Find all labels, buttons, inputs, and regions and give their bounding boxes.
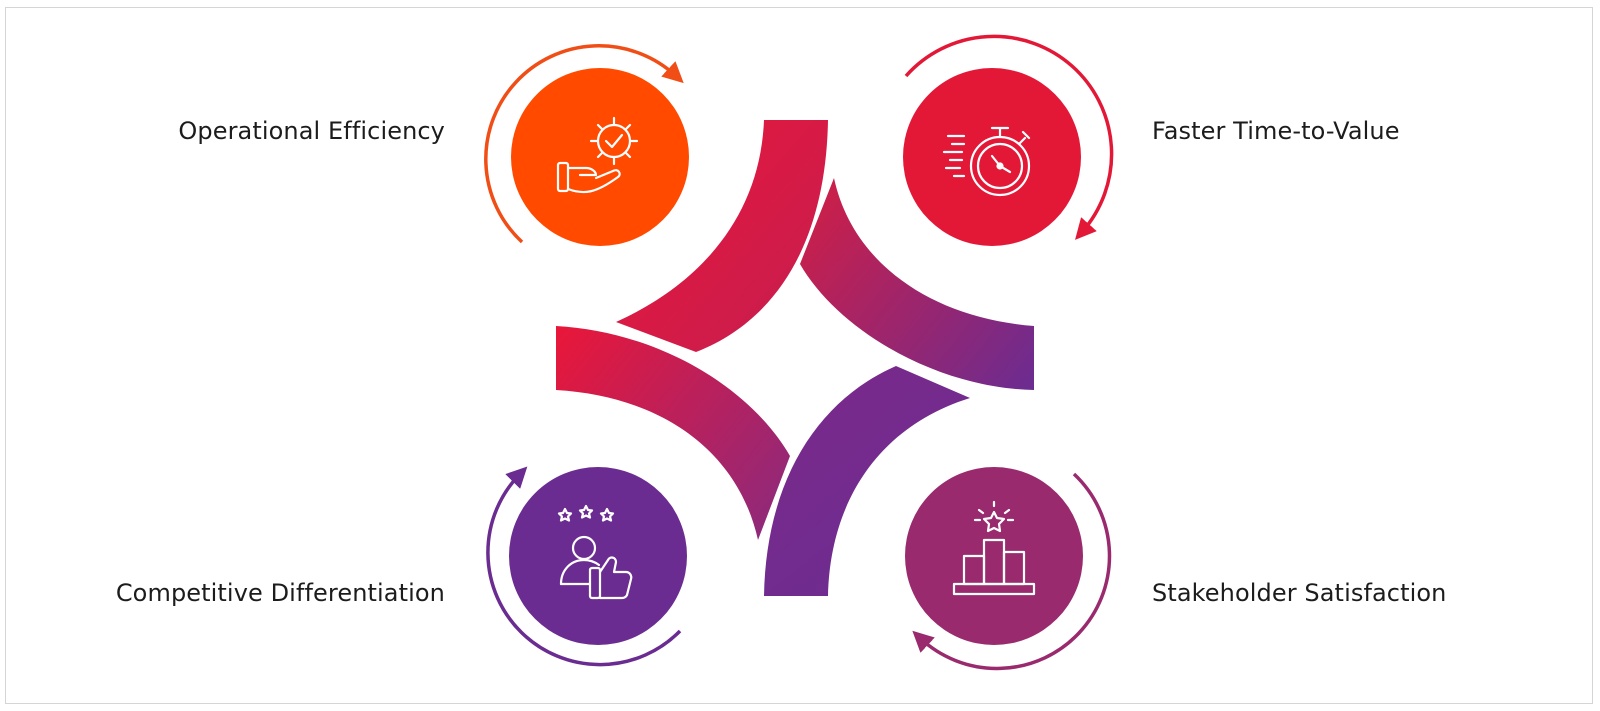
cycle-arrow-top-left: [484, 44, 684, 244]
stopwatch-icon: [942, 126, 1031, 197]
circle-bottom-right: [905, 467, 1083, 645]
gear-hand-icon: [556, 116, 639, 194]
cycle-arrow-bottom-right: [912, 472, 1112, 671]
label-competitive-differentiation: Competitive Differentiation: [115, 579, 445, 607]
label-faster-time-to-value: Faster Time-to-Value: [1152, 117, 1400, 145]
cycle-arrow-bottom-left: [486, 466, 682, 667]
central-arc-shape: [556, 120, 1034, 596]
circle-top-left: [511, 68, 689, 246]
podium-star-icon: [952, 500, 1036, 596]
person-thumbs-up-icon: [557, 504, 633, 600]
cycle-arrow-top-right: [904, 34, 1114, 240]
quadrant-top-left: [484, 44, 689, 246]
label-stakeholder-satisfaction: Stakeholder Satisfaction: [1152, 579, 1447, 607]
quadrant-bottom-right: [905, 467, 1112, 671]
quadrant-bottom-left: [486, 466, 687, 667]
label-operational-efficiency: Operational Efficiency: [178, 117, 445, 145]
arc-band-bottom-right: [764, 366, 970, 596]
arc-band-bottom-left: [556, 326, 790, 540]
circle-bottom-left: [509, 467, 687, 645]
quadrant-top-right: [903, 34, 1114, 246]
arc-band-top-left: [616, 120, 828, 352]
arc-band-top-right: [800, 178, 1034, 390]
diagram-frame: [5, 7, 1593, 704]
